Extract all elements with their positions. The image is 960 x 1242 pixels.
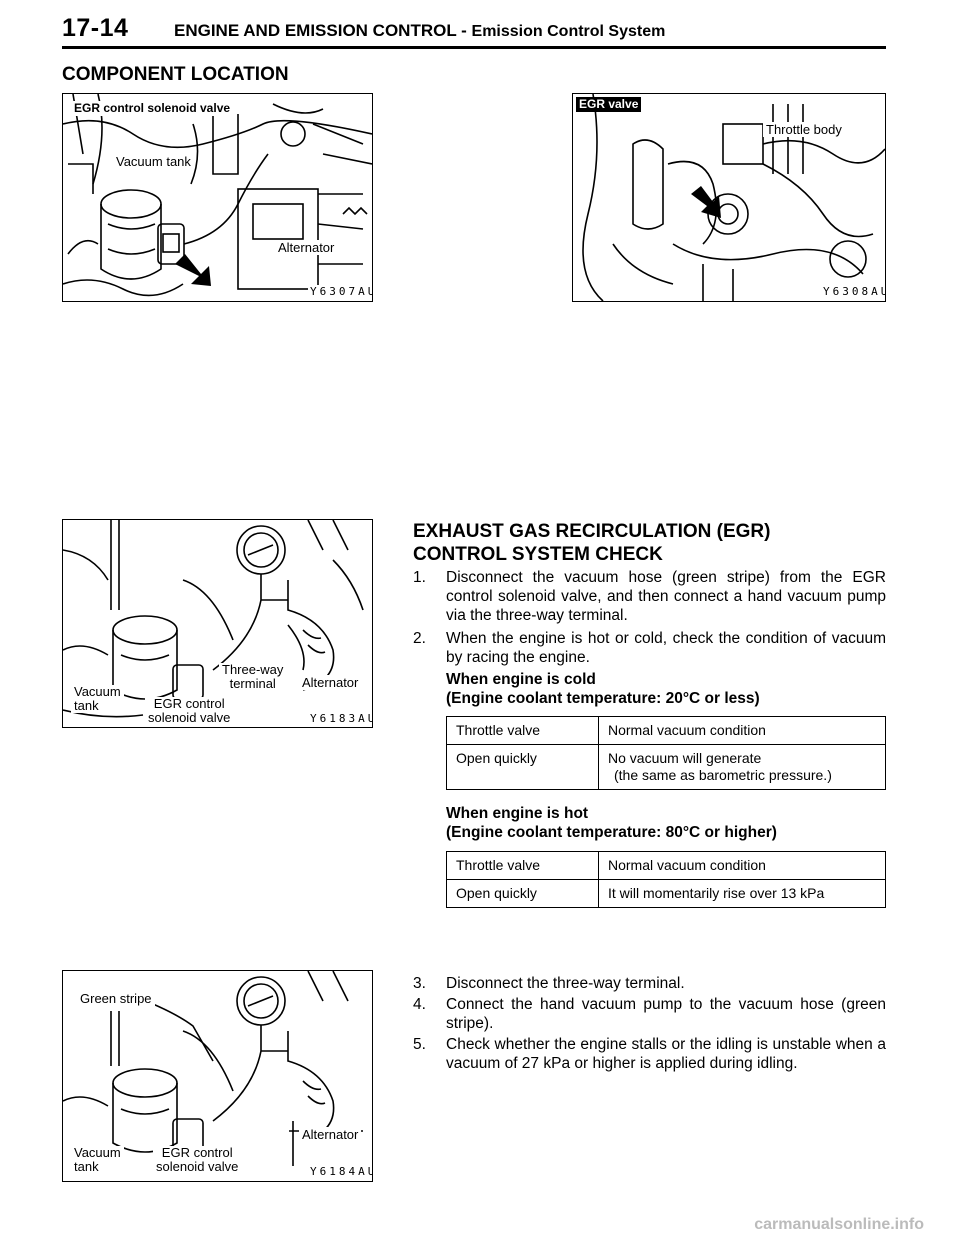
figure-egr-valve-location: EGR valve Throttle body Y6308AU xyxy=(572,93,886,302)
header-title: ENGINE AND EMISSION CONTROL - xyxy=(174,21,467,40)
table-cell: Normal vacuum condition xyxy=(598,851,886,880)
table-cell: Throttle valve xyxy=(446,851,599,880)
label-egr-valve: EGR valve xyxy=(576,97,642,112)
figure-code: Y6307AU xyxy=(308,285,372,298)
engine-illustration xyxy=(63,94,372,297)
label-green-stripe: Green stripe xyxy=(77,991,155,1006)
hot-condition-table: Throttle valve Normal vacuum condition O… xyxy=(446,851,886,908)
label-egr-control-solenoid-valve: EGR control solenoid valve xyxy=(153,1146,242,1174)
egr-check-title: EXHAUST GAS RECIRCULATION (EGR) CONTROL … xyxy=(413,521,771,565)
figure-code: Y6183AU xyxy=(308,712,372,725)
engine-illustration xyxy=(63,520,364,718)
table-cell: Normal vacuum condition xyxy=(598,716,886,745)
label-alternator: Alternator xyxy=(299,675,362,690)
header-subtitle: Emission Control System xyxy=(471,23,666,40)
label-vacuum-tank: Vacuum tank xyxy=(113,154,194,169)
page-header-title: ENGINE AND EMISSION CONTROL - Emission C… xyxy=(174,21,665,41)
table-cell: Open quickly xyxy=(446,879,599,908)
table-cell: No vacuum will generate (the same as bar… xyxy=(598,744,886,790)
label-egr-control-solenoid-valve: EGR control solenoid valve xyxy=(145,697,234,725)
watermark: carmanualsonline.info xyxy=(754,1216,924,1233)
table-cell: It will momentarily rise over 13 kPa xyxy=(598,879,886,908)
step-item: 2. When the engine is hot or cold, check… xyxy=(413,630,886,666)
step-item: 3. Disconnect the three-way terminal. xyxy=(413,975,685,992)
label-vacuum-tank: Vacuum tank xyxy=(71,685,124,713)
label-egr-control-solenoid-valve: EGR control solenoid valve xyxy=(71,101,234,116)
steps-list-b: 3. Disconnect the three-way terminal. 4.… xyxy=(413,974,886,1077)
steps-list-a: 1. Disconnect the vacuum hose (green str… xyxy=(413,568,886,671)
figure-green-stripe-check: Green stripe Alternator Vacuum tank EGR … xyxy=(62,970,373,1182)
label-alternator: Alternator xyxy=(275,240,338,255)
label-alternator: Alternator xyxy=(299,1127,362,1142)
hot-condition-heading: When engine is hot (Engine coolant tempe… xyxy=(446,805,777,841)
figure-code: Y6308AU xyxy=(821,285,885,298)
table-cell: Throttle valve xyxy=(446,716,599,745)
label-vacuum-tank: Vacuum tank xyxy=(71,1146,124,1174)
engine-illustration xyxy=(582,94,885,301)
table-row: Open quickly No vacuum will generate (th… xyxy=(446,744,886,790)
figure-egr-solenoid-location: EGR control solenoid valve Vacuum tank A… xyxy=(62,93,373,302)
table-cell: Open quickly xyxy=(446,744,599,790)
table-row: Throttle valve Normal vacuum condition xyxy=(446,716,886,745)
label-three-way-terminal: Three-way terminal xyxy=(219,663,287,691)
table-row: Throttle valve Normal vacuum condition xyxy=(446,851,886,880)
cold-condition-heading: When engine is cold (Engine coolant temp… xyxy=(446,671,760,707)
step-item: 1. Disconnect the vacuum hose (green str… xyxy=(413,569,886,624)
label-throttle-body: Throttle body xyxy=(763,122,845,137)
step-item: 5. Check whether the engine stalls or th… xyxy=(413,1036,886,1072)
figure-code: Y6184AU xyxy=(308,1165,372,1178)
page-number: 17-14 xyxy=(62,14,129,42)
table-row: Open quickly It will momentarily rise ov… xyxy=(446,879,886,908)
cold-condition-table: Throttle valve Normal vacuum condition O… xyxy=(446,716,886,790)
step-item: 4. Connect the hand vacuum pump to the v… xyxy=(413,996,886,1032)
header-rule xyxy=(62,46,886,49)
section-title: COMPONENT LOCATION xyxy=(62,64,289,85)
figure-egr-check-setup: Three-way terminal Alternator Vacuum tan… xyxy=(62,519,373,728)
